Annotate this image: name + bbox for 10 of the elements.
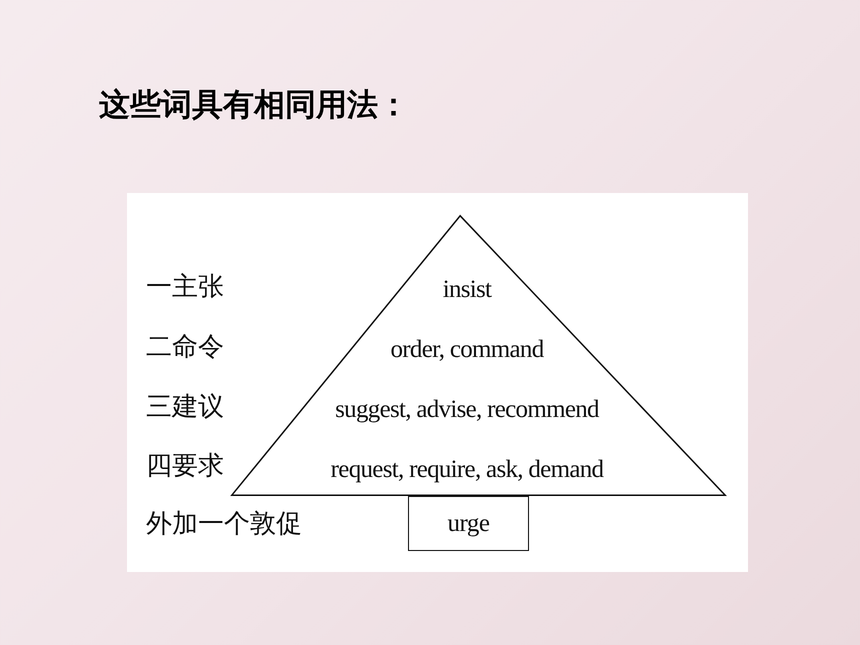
row-label: 一主张	[146, 274, 224, 300]
triangle-shape	[231, 215, 726, 496]
verb-list: suggest, advise, recommend	[335, 397, 599, 422]
verb-list: insist	[442, 277, 492, 302]
verb-list: order, command	[390, 337, 544, 362]
slide-title: 这些词具有相同用法：	[99, 90, 409, 121]
verb-list: request, require, ask, demand	[330, 457, 604, 482]
row-label: 外加一个敦促	[146, 511, 302, 537]
verb-box: urge	[408, 496, 529, 551]
row-label: 四要求	[146, 453, 224, 479]
